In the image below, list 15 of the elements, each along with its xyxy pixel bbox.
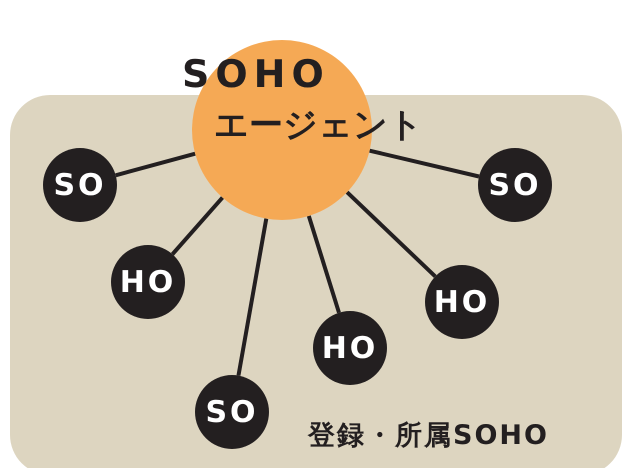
member-circle: HO xyxy=(313,311,387,385)
connector-line xyxy=(115,152,196,178)
connector-line xyxy=(346,190,437,278)
member-circle: HO xyxy=(111,245,185,319)
agent-subtitle: エージェント xyxy=(214,104,423,147)
member-circle: SO xyxy=(195,375,269,449)
connector-line xyxy=(236,218,268,376)
panel-background xyxy=(10,95,622,468)
connector-line xyxy=(170,196,224,256)
panel-label: 登録・所属SOHO xyxy=(308,419,549,453)
connector-line xyxy=(369,148,480,178)
connector-line xyxy=(306,215,341,314)
member-circle: SO xyxy=(43,148,117,222)
member-circle: SO xyxy=(478,148,552,222)
member-circle: HO xyxy=(425,265,499,339)
